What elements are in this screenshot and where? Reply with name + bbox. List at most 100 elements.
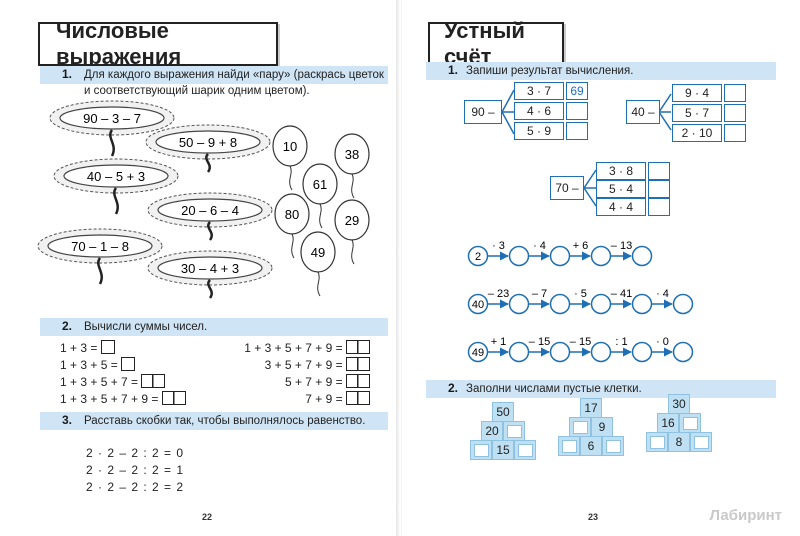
left-page: Числовые выражения 1. Для каждого выраже… [0, 0, 398, 536]
answer-box[interactable] [121, 357, 136, 371]
answer-box[interactable] [100, 340, 115, 354]
chain-operation-label: : 1 [615, 336, 627, 348]
tree-expression: 3 · 8 [596, 162, 646, 180]
answer-box[interactable] [648, 162, 670, 180]
pyramid-empty-cell[interactable] [503, 421, 525, 441]
chain-answer-circle[interactable] [508, 341, 530, 363]
task-number: 2. [62, 319, 73, 333]
task-instruction: Для каждого выражения найди «пару» (раск… [84, 69, 384, 97]
chain-answer-circle[interactable] [590, 341, 612, 363]
chain-start-circle [467, 293, 489, 315]
chain-answer-circle[interactable] [508, 293, 530, 315]
answer-box[interactable] [346, 391, 370, 405]
pyramid-cell: 6 [580, 436, 602, 456]
answer-box[interactable] [566, 122, 588, 140]
balloon-3: 61 [302, 163, 338, 229]
tree-root: 70 – [550, 176, 584, 200]
task-instruction: Вычисли суммы чисел. [84, 321, 208, 333]
tree-expression: 5 · 4 [596, 180, 646, 198]
equation-row[interactable]: 2 · 2 – 2 : 2 = 1 [86, 463, 185, 477]
chain-answer-circle[interactable] [549, 293, 571, 315]
equation-row[interactable]: 2 · 2 – 2 : 2 = 2 [86, 480, 185, 494]
balloon-6: 49 [300, 231, 336, 297]
chain-answer-circle[interactable] [672, 341, 694, 363]
answer-box[interactable] [724, 104, 746, 122]
chain-answer-circle[interactable] [549, 245, 571, 267]
flower-5: 70 – 1 – 8 [37, 228, 163, 285]
flower-3: 40 – 5 + 3 [53, 158, 179, 215]
sum-expression: 5 + 7 + 9 = [284, 375, 343, 389]
sum-expression: 1 + 3 + 5 + 7 = [60, 375, 139, 389]
pyramid-empty-cell[interactable] [679, 413, 701, 433]
chain-start-circle [467, 245, 489, 267]
pyramid-empty-cell[interactable] [646, 432, 668, 452]
flower-expression: 30 – 4 + 3 [181, 261, 239, 276]
balloon-number: 38 [345, 147, 359, 162]
chain-operation-label: – 13 [611, 240, 632, 252]
answer-box[interactable] [161, 391, 186, 405]
sum-expression: 1 + 3 + 5 + 7 + 9 = [244, 341, 343, 355]
answer-box[interactable] [346, 340, 370, 354]
chain-operation-label: + 6 [573, 240, 589, 252]
equation-row[interactable]: 2 · 2 – 2 : 2 = 0 [86, 446, 185, 460]
chain-answer-circle[interactable] [672, 293, 694, 315]
tree-expression: 9 · 4 [672, 84, 722, 102]
flower-expression: 90 – 3 – 7 [83, 111, 141, 126]
flower-expression: 50 – 9 + 8 [179, 135, 237, 150]
flower-expression: 70 – 1 – 8 [71, 239, 129, 254]
chain-answer-circle[interactable] [508, 245, 530, 267]
page-number: 22 [202, 512, 213, 522]
answer-box[interactable] [566, 102, 588, 120]
sum-expression: 1 + 3 + 5 = [60, 358, 118, 372]
balloon-number: 29 [345, 213, 359, 228]
pyramid-empty-cell[interactable] [569, 417, 591, 437]
answer-box[interactable] [346, 357, 370, 371]
book-gutter [396, 0, 404, 536]
chain-answer-circle[interactable] [549, 341, 571, 363]
sum-row: 1 + 3 + 5 + 7 = [60, 374, 166, 389]
task-number: 3. [62, 413, 73, 427]
page-title: Числовые выражения [38, 18, 278, 69]
chain-answer-circle[interactable] [631, 293, 653, 315]
flower-2: 50 – 9 + 8 [145, 124, 271, 173]
chain-answer-circle[interactable] [631, 245, 653, 267]
chain-answer-circle[interactable] [631, 341, 653, 363]
chain-answer-circle[interactable] [590, 293, 612, 315]
chain-start-value: 2 [475, 251, 481, 263]
pyramid-cell: 16 [657, 413, 679, 433]
flower-4: 20 – 6 – 4 [147, 192, 273, 241]
tree-root: 40 – [626, 100, 660, 124]
sum-row: 3 + 5 + 7 + 9 = [265, 357, 370, 372]
pyramid-empty-cell[interactable] [558, 436, 580, 456]
answer-box[interactable] [648, 198, 670, 216]
pyramid-empty-cell[interactable] [470, 440, 492, 460]
answer-box[interactable] [648, 180, 670, 198]
pyramid-cell: 17 [580, 398, 602, 418]
tree-expression: 4 · 4 [596, 198, 646, 216]
watermark-logo: Лабиринт [709, 507, 782, 524]
chain-start-value: 49 [472, 347, 484, 359]
chain-answer-circle[interactable] [590, 245, 612, 267]
tree-connectors [501, 89, 672, 207]
sum-expression: 1 + 3 = [60, 341, 98, 355]
chain-operation-label: – 23 [488, 288, 509, 300]
pyramid-cell: 9 [591, 417, 613, 437]
flower-6: 30 – 4 + 3 [147, 250, 273, 299]
answer-box[interactable] [724, 124, 746, 142]
pyramid-cell: 8 [668, 432, 690, 452]
chain-operation-label: – 15 [570, 336, 591, 348]
pyramid-empty-cell[interactable] [690, 432, 712, 452]
answer-box[interactable] [141, 374, 166, 388]
answer-box[interactable] [346, 374, 370, 388]
pyramid-empty-cell[interactable] [514, 440, 536, 460]
pyramid-empty-cell[interactable] [602, 436, 624, 456]
chain-operation-label: · 4 [533, 240, 546, 252]
flower-expression: 20 – 6 – 4 [181, 203, 239, 218]
task-instruction: Запиши результат вычисления. [466, 65, 634, 77]
answer-box[interactable] [724, 84, 746, 102]
balloon-number: 80 [285, 207, 299, 222]
tree-root: 90 – [464, 100, 502, 124]
task-header-bar [40, 66, 388, 84]
answer-box[interactable]: 69 [566, 82, 588, 100]
